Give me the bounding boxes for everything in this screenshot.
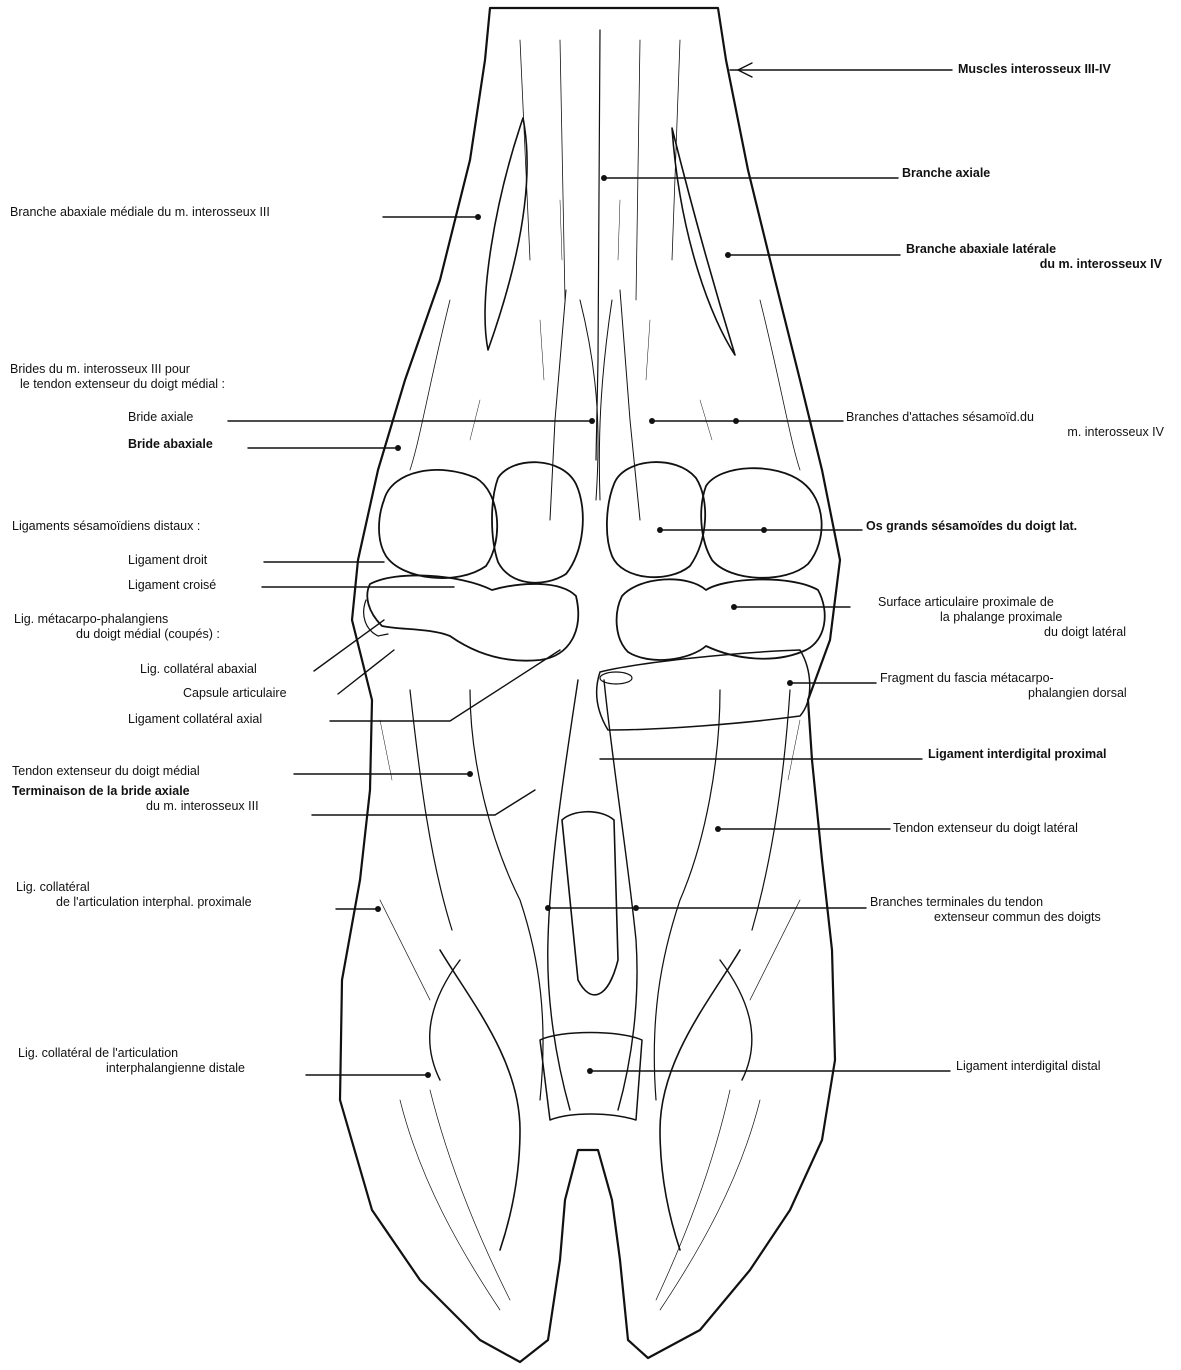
fascia-fragment [597,650,810,730]
lateral-branch-slit [672,128,735,355]
articular-surface-medial [367,575,578,660]
terminal-branch-medial [548,680,578,1110]
label-ligament-collateral-axial: Ligament collatéral axial [128,712,262,727]
label-fragment-fascia: Fragment du fascia métacarpo- phalangien… [880,671,1168,701]
leader-lines [228,70,952,1075]
terminal-branch-lateral [604,680,637,1110]
limb-outline [340,8,840,1362]
label-tendon-extenseur-medial: Tendon extenseur du doigt médial [12,764,200,779]
label-lig-collateral-distale: Lig. collatéral de l'articulation interp… [18,1046,245,1076]
label-brides: Brides du m. interosseux III pour le ten… [10,362,225,392]
label-ligament-interdigital-distal: Ligament interdigital distal [956,1059,1101,1074]
label-lig-collateral-abaxial: Lig. collatéral abaxial [140,662,257,677]
label-branches-terminales: Branches terminales du tendon extenseur … [870,895,1170,925]
sesamoid-medial-b [492,462,583,583]
label-ligament-interdigital-proximal: Ligament interdigital proximal [928,747,1107,762]
interdigital-cleft [562,812,618,995]
label-lig-metacarpo-phalangiens: Lig. métacarpo-phalangiens du doigt médi… [14,612,220,642]
label-lig-collateral-proximale: Lig. collatéral de l'articulation interp… [16,880,252,910]
label-capsule-articulaire: Capsule articulaire [183,686,287,701]
label-bride-abaxiale: Bride abaxiale [128,437,213,452]
sesamoid-lateral-b [701,468,821,578]
label-branche-abaxiale-laterale: Branche abaxiale latérale du m. inteross… [900,242,1162,272]
label-surface-articulaire: Surface articulaire proximale de la phal… [878,595,1168,640]
label-branches-attaches: Branches d'attaches sésamoïd.du m. inter… [846,410,1164,440]
label-ligament-croise: Ligament croisé [128,578,216,593]
articular-surface-lateral [617,579,825,660]
label-ligament-droit: Ligament droit [128,553,207,568]
label-branche-abaxiale-mediale: Branche abaxiale médiale du m. interosse… [10,205,270,220]
label-ligaments-sesamoidiens: Ligaments sésamoïdiens distaux : [12,519,200,534]
label-bride-axiale: Bride axiale [128,410,193,425]
label-branche-axiale: Branche axiale [902,166,990,181]
sesamoid-medial-a [379,470,497,578]
label-tendon-extenseur-lateral: Tendon extenseur du doigt latéral [893,821,1078,836]
lateral-extensor-tendon [654,690,790,1100]
label-terminaison-bride: Terminaison de la bride axiale du m. int… [12,784,259,814]
sesamoid-lateral-a [607,462,705,577]
medial-branch-slit [485,118,527,350]
label-muscles-interosseux: Muscles interosseux III-IV [958,62,1111,77]
label-os-grands-sesamoides: Os grands sésamoïdes du doigt lat. [866,519,1077,534]
